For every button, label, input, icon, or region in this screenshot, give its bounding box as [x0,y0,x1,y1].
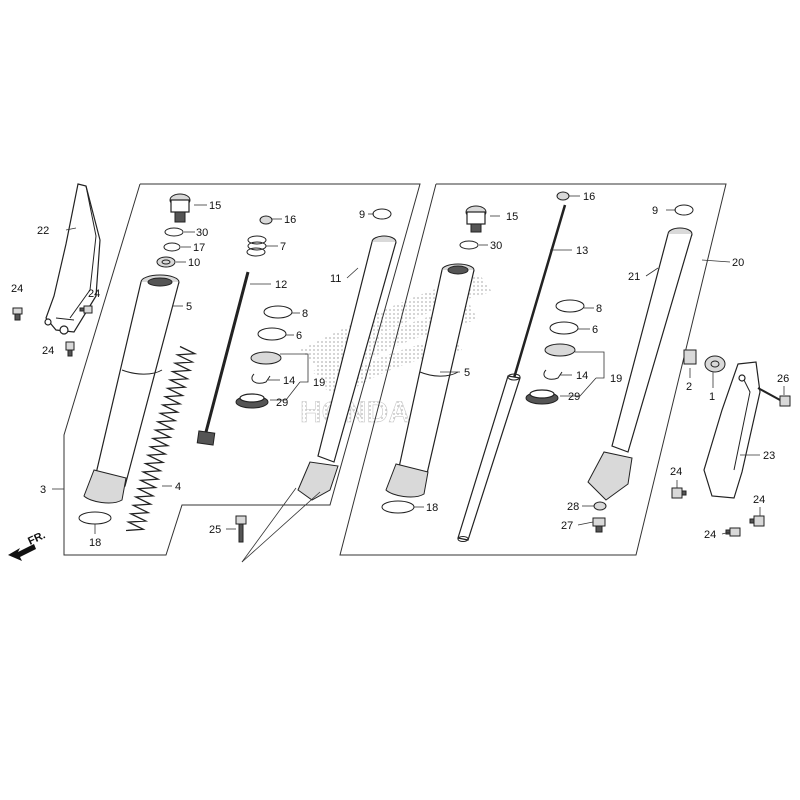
callout-16: 16 [583,191,595,203]
bolt-24-c [65,341,75,357]
callout-24: 24 [88,288,100,300]
callout-3: 3 [40,484,46,496]
bushing-8-left [263,305,293,319]
callout-8: 8 [596,303,602,315]
callout-4: 4 [175,481,181,493]
callout-6: 6 [592,324,598,336]
callout-30: 30 [196,227,208,239]
callout-2: 2 [686,381,692,393]
holder-1 [704,355,726,373]
bolt-24-b [79,305,93,314]
callout-18: 18 [426,502,438,514]
outer-tube-11 [297,235,397,501]
callout-15: 15 [209,200,221,212]
callout-7: 7 [280,241,286,253]
callout-26: 26 [777,373,789,385]
right-fork-frame [339,183,727,556]
inner-tube-5-right [385,263,475,498]
callout-24: 24 [42,345,54,357]
callout-30: 30 [490,240,502,252]
bolt-24-d [671,487,687,499]
seal-18-left [78,511,112,525]
callout-8: 8 [302,308,308,320]
callout-22: 22 [37,225,49,237]
callout-28: 28 [567,501,579,513]
watermark-text: HONDA [300,396,410,429]
fork-guard-right-23 [703,361,761,499]
callout-11: 11 [330,273,341,285]
callout-14: 14 [576,370,588,382]
oil-seal-right [544,343,576,357]
callout-19: 19 [610,373,622,385]
callout-20: 20 [732,257,744,269]
bushing-6-left [257,327,287,341]
stop-ring-14-left [251,373,271,384]
callout-29: 29 [276,397,288,409]
callout-17: 17 [193,242,205,254]
clamp-9-right [674,204,694,216]
callout-21: 21 [628,271,640,283]
clip-2 [683,349,697,365]
bolt-24-a [12,307,23,321]
screw-27 [592,517,606,533]
nut-16-left [259,215,273,225]
callout-25: 25 [209,524,221,536]
fork-spring-4 [125,345,198,532]
inner-tube-5-left [83,274,180,504]
callout-9: 9 [359,209,365,221]
o-ring-30-left [164,227,184,237]
callout-24: 24 [670,466,682,478]
callout-5: 5 [464,367,470,379]
part-28 [593,501,607,511]
callout-18: 18 [89,537,101,549]
bushing-6-right [549,321,579,335]
bushing-8-right [555,299,585,313]
callout-labels: 22 24 24 24 15 30 17 10 5 3 4 18 16 7 12… [11,191,789,549]
callout-27: 27 [561,520,573,532]
callout-29: 29 [568,391,580,403]
clamp-9-left [372,208,392,220]
callout-13: 13 [576,245,588,257]
fork-cap-bolt-15-right [465,205,487,233]
callout-15: 15 [506,211,518,223]
nut-16-right [556,191,570,201]
damper-rod-12 [196,271,250,446]
left-fork-frame [63,183,421,556]
callout-9: 9 [652,205,658,217]
leader-lines [52,195,785,563]
dust-seal-29-left [235,393,269,409]
damper-rod-13 [457,204,567,542]
fork-cap-bolt-15-left [169,193,191,223]
nut-10 [156,256,176,268]
callout-14: 14 [283,375,295,387]
washer-17 [163,242,181,252]
callout-10: 10 [188,257,200,269]
front-direction-indicator: FR. [8,529,47,561]
callout-24: 24 [11,283,23,295]
bolt-26 [757,387,791,407]
callout-24: 24 [704,529,716,541]
callout-16: 16 [284,214,296,226]
spring-7 [246,235,267,257]
stop-ring-14-right [543,369,563,380]
callout-19: 19 [313,377,325,389]
bolt-24-f [725,527,741,537]
o-ring-30-right [459,240,479,250]
callout-23: 23 [763,450,775,462]
oil-seal-left [250,351,282,365]
callout-12: 12 [275,279,287,291]
fork-guard-left [44,183,101,335]
front-direction-label: FR. [26,529,47,547]
callout-5: 5 [186,301,192,313]
bolt-25 [235,515,247,543]
seal-18-right [381,500,415,514]
callout-1: 1 [709,391,715,403]
callout-24: 24 [753,494,765,506]
callout-6: 6 [296,330,302,342]
dust-seal-29-right [525,389,559,405]
outer-tube-21 [587,227,693,501]
bolt-24-e [749,515,765,527]
